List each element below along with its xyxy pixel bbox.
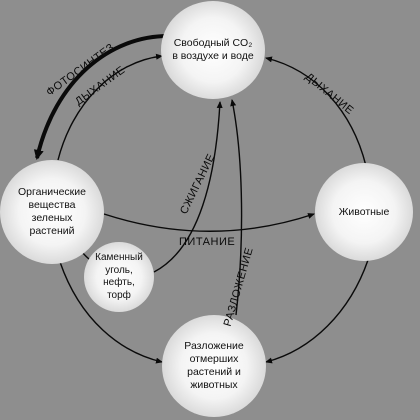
- co2-node: Свободный CO₂ в воздухе и воде: [161, 1, 265, 99]
- decomposition-node: Разложение отмерших растений и животных: [162, 315, 266, 417]
- feeding-arrow: [103, 213, 315, 232]
- co2-node-label: Свободный CO₂ в воздухе и воде: [172, 37, 254, 62]
- decomposition-arrow: [230, 99, 243, 316]
- organic-matter-node-label: Органические вещества зеленых растений: [18, 186, 86, 237]
- decomposition-node-label: Разложение отмерших растений и животных: [184, 340, 244, 391]
- respiration-plants-arrow: [57, 53, 163, 161]
- fossil-fuels-node: Каменный уголь, нефть, торф: [84, 242, 154, 312]
- animals-to-decomposition-arrow: [265, 259, 369, 364]
- organic-to-decomposition-arrow: [59, 261, 163, 364]
- animals-node: Животные: [315, 163, 413, 261]
- photosynthesis-arrow: [33, 34, 169, 160]
- organic-matter-node: Органические вещества зеленых растений: [0, 160, 104, 264]
- respiration-animals-arrow: [265, 56, 367, 167]
- feeding-label: ПИТАНИЕ: [179, 236, 236, 248]
- fossil-fuels-node-label: Каменный уголь, нефть, торф: [95, 252, 143, 301]
- burning-arrow: [153, 101, 223, 273]
- animals-node-label: Животные: [338, 205, 390, 218]
